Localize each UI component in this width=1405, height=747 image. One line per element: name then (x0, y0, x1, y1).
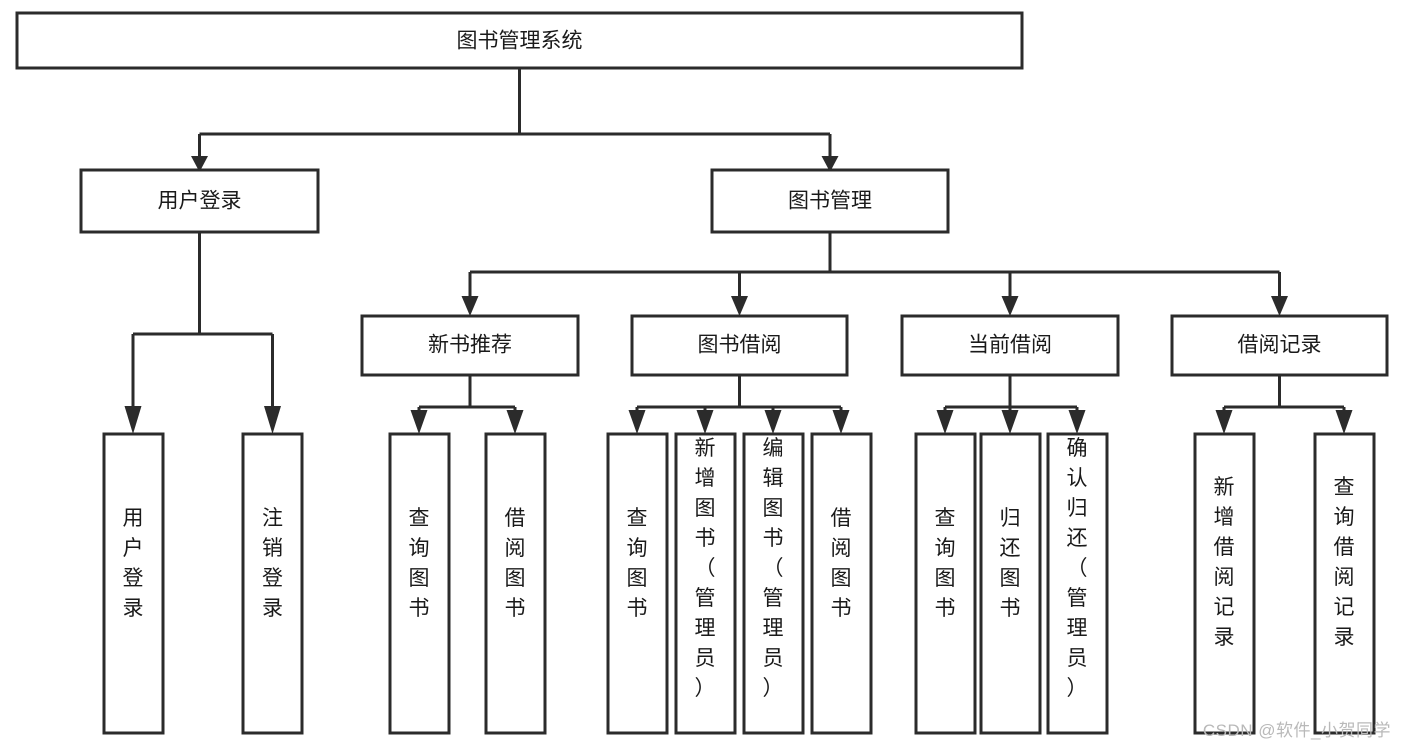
node-leaf-borrow-book-1-label: 借阅图书 (505, 507, 526, 620)
node-leaf-query-record-box[interactable] (1313, 432, 1376, 735)
arrow-to-leaf-add-book (696, 410, 714, 434)
node-leaf-query-book-1[interactable]: 查询图书 (388, 432, 451, 735)
arrow-to-leaf-edit-book (764, 410, 782, 434)
node-borrow-record-label: 借阅记录 (1238, 334, 1322, 357)
node-leaf-edit-book[interactable]: 编辑图书（管理员） (742, 432, 805, 735)
node-leaf-query-book-3-label: 查询图书 (935, 507, 956, 620)
node-leaf-user-login-box[interactable] (102, 432, 165, 735)
node-leaf-query-book-3-box[interactable] (914, 432, 977, 735)
arrow-to-leaf-logout (264, 406, 281, 434)
arrow-to-leaf-confirm-return (1068, 410, 1086, 434)
node-book-borrow-label: 图书借阅 (698, 334, 782, 357)
node-leaf-query-book-2[interactable]: 查询图书 (606, 432, 669, 735)
node-leaf-query-book-1-label: 查询图书 (409, 507, 430, 620)
arrow-to-leaf-borrow-book-1 (506, 410, 524, 434)
node-leaf-edit-book-label: 编辑图书（管理员） (763, 437, 784, 700)
arrow-to-leaf-query-book-3 (936, 410, 954, 434)
node-leaf-user-login[interactable]: 用户登录 (102, 432, 165, 735)
node-leaf-add-record-box[interactable] (1193, 432, 1256, 735)
node-root-system-box[interactable] (15, 11, 1024, 70)
node-root-system-label: 图书管理系统 (457, 30, 583, 53)
node-leaf-user-login-label: 用户登录 (123, 507, 144, 620)
node-new-book-recommend-label: 新书推荐 (428, 334, 512, 357)
arrow-to-leaf-return-book (1001, 410, 1019, 434)
node-leaf-logout-label: 注销登录 (262, 507, 283, 620)
arrow-to-leaf-query-record (1335, 410, 1353, 434)
node-leaf-logout[interactable]: 注销登录 (241, 432, 304, 735)
arrow-to-leaf-borrow-book-2 (832, 410, 850, 434)
node-leaf-query-record-label: 查询借阅记录 (1334, 476, 1355, 649)
node-new-book-recommend[interactable]: 新书推荐 (360, 314, 580, 377)
node-book-manage[interactable]: 图书管理 (710, 168, 950, 234)
arrow-to-leaf-user-login (124, 406, 142, 434)
node-borrow-record[interactable]: 借阅记录 (1170, 314, 1389, 377)
node-leaf-query-book-1-box[interactable] (388, 432, 451, 735)
node-user-login-box[interactable] (79, 168, 320, 234)
node-leaf-add-record[interactable]: 新增借阅记录 (1193, 432, 1256, 735)
arrow-to-new-book-recommend (461, 296, 479, 316)
node-leaf-query-book-2-box[interactable] (606, 432, 669, 735)
node-leaf-confirm-return-label: 确认归还（管理员） (1067, 437, 1088, 700)
arrow-to-borrow-record (1271, 296, 1288, 316)
node-book-borrow[interactable]: 图书借阅 (630, 314, 849, 377)
node-leaf-confirm-return[interactable]: 确认归还（管理员） (1046, 432, 1109, 735)
node-book-borrow-box[interactable] (630, 314, 849, 377)
node-leaf-borrow-book-1-box[interactable] (484, 432, 547, 735)
arrow-to-leaf-query-book-2 (628, 410, 646, 434)
node-leaf-add-record-label: 新增借阅记录 (1214, 476, 1235, 649)
node-new-book-recommend-box[interactable] (360, 314, 580, 377)
csdn-watermark: CSDN @软件_小贺同学 (1202, 721, 1391, 740)
node-leaf-add-book-box[interactable] (674, 432, 737, 735)
arrow-to-book-borrow (731, 296, 748, 316)
arrow-to-leaf-add-record (1215, 410, 1233, 434)
node-user-login[interactable]: 用户登录 (79, 168, 320, 234)
node-leaf-return-book-box[interactable] (979, 432, 1042, 735)
node-leaf-return-book[interactable]: 归还图书 (979, 432, 1042, 735)
node-leaf-borrow-book-1[interactable]: 借阅图书 (484, 432, 547, 735)
node-leaf-borrow-book-2-box[interactable] (810, 432, 873, 735)
node-current-borrow[interactable]: 当前借阅 (900, 314, 1120, 377)
arrow-to-leaf-query-book-1 (410, 410, 428, 434)
node-leaf-query-book-2-label: 查询图书 (627, 507, 648, 620)
node-leaf-logout-box[interactable] (241, 432, 304, 735)
arrow-to-book-manage (821, 156, 839, 172)
connector-group (124, 68, 1353, 434)
node-borrow-record-box[interactable] (1170, 314, 1389, 377)
node-leaf-add-book[interactable]: 新增图书（管理员） (674, 432, 737, 735)
node-leaf-query-record[interactable]: 查询借阅记录 (1313, 432, 1376, 735)
node-current-borrow-box[interactable] (900, 314, 1120, 377)
arrow-to-current-borrow (1001, 296, 1019, 316)
node-leaf-return-book-label: 归还图书 (1000, 507, 1021, 620)
node-book-manage-box[interactable] (710, 168, 950, 234)
node-leaf-confirm-return-box[interactable] (1046, 432, 1109, 735)
node-current-borrow-label: 当前借阅 (968, 334, 1052, 357)
node-user-login-label: 用户登录 (158, 190, 242, 213)
arrow-to-user-login (191, 156, 208, 172)
node-leaf-query-book-3[interactable]: 查询图书 (914, 432, 977, 735)
node-leaf-add-book-label: 新增图书（管理员） (695, 437, 716, 700)
node-leaf-borrow-book-2[interactable]: 借阅图书 (810, 432, 873, 735)
node-leaf-edit-book-box[interactable] (742, 432, 805, 735)
node-leaf-borrow-book-2-label: 借阅图书 (831, 507, 852, 620)
node-root-system[interactable]: 图书管理系统 (15, 11, 1024, 70)
node-book-manage-label: 图书管理 (788, 190, 872, 213)
